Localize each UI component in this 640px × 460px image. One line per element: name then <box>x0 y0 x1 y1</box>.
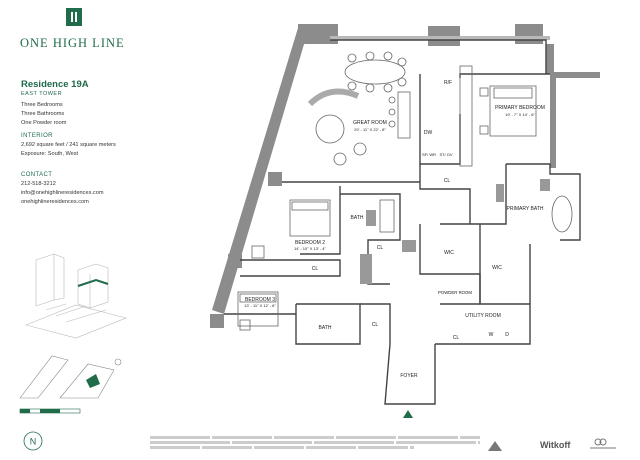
bedroom-3-dims: 13' - 11" X 12' - 6" <box>244 303 276 308</box>
info-panel: ONE HIGH LINE Residence 19A EAST TOWER T… <box>0 0 140 460</box>
primary-bedroom-label: PRIMARY BEDROOM <box>495 105 545 111</box>
key-plan-map <box>19 355 122 399</box>
primary-bath-label: PRIMARY BATH <box>507 206 544 212</box>
contact-heading: CONTACT <box>21 172 53 178</box>
scale-bar <box>19 408 81 414</box>
closet-kitchen-label: CL <box>444 178 451 184</box>
tower-label: EAST TOWER <box>21 91 63 97</box>
building-locator-illustration <box>25 253 127 339</box>
great-room-label: GREAT ROOM <box>353 120 387 126</box>
dishwasher-label: DW <box>424 130 433 136</box>
bedroom-3-label: BEDROOM 3 <box>245 297 275 303</box>
closet-utility-label: CL <box>453 335 460 341</box>
interior-heading: INTERIOR <box>21 133 53 139</box>
compass-label: N <box>30 437 37 447</box>
closet-bed2-label: CL <box>377 245 384 251</box>
developer-logo: Witkoff <box>540 440 571 450</box>
furniture <box>237 51 573 331</box>
sink-wr-label: SF/ WR <box>422 152 436 157</box>
washer-label: W <box>489 332 494 338</box>
refrigerator-label: R/F <box>444 80 452 86</box>
entry-arrow-icon <box>403 410 413 418</box>
exterior-walls <box>210 24 600 328</box>
bedroom-2-dims: 14' - 10" X 13' - 4" <box>294 246 327 251</box>
partner-logo-icon <box>588 436 618 455</box>
floor-plan: GREAT ROOM 29' - 11" X 22' - 8" PRIMARY … <box>210 24 600 418</box>
exposure: Exposure: South, West <box>21 151 79 157</box>
closet-bed3-label: CL <box>312 266 319 272</box>
utility-room-label: UTILITY ROOM <box>465 313 500 319</box>
primary-bedroom-dims: 19' - 7" X 14' - 6" <box>505 112 535 117</box>
interior-walls <box>224 39 581 405</box>
bath-2-label: BATH <box>351 215 364 221</box>
brand-name: ONE HIGH LINE <box>20 36 125 50</box>
contact-phone[interactable]: 212-518-3212 <box>21 181 56 187</box>
interior-area: 2,692 square feet / 241 square meters <box>21 142 116 148</box>
contact-email[interactable]: info@onehighlineresidences.com <box>21 190 104 196</box>
powder-room-label: POWDER ROOM <box>438 290 472 295</box>
dryer-label: D <box>505 332 509 338</box>
contact-website[interactable]: onehighlineresidences.com <box>21 199 89 205</box>
stove-oven-label: ST/ OV <box>439 152 452 157</box>
great-room-dims: 29' - 11" X 22' - 8" <box>354 127 386 132</box>
bedroom-2-label: BEDROOM 2 <box>295 240 325 246</box>
bathrooms-count: Three Bathrooms <box>21 111 65 117</box>
structural-columns <box>360 179 550 284</box>
north-compass-icon: N <box>23 431 43 451</box>
closet-bath3-label: CL <box>372 322 379 328</box>
bath-3-label: BATH <box>319 325 332 331</box>
wic-2-label: WIC <box>492 265 502 271</box>
related-logo-icon <box>488 438 502 451</box>
powder-room-count: One Powder room <box>21 120 67 126</box>
wic-1-label: WIC <box>444 250 454 256</box>
bedrooms-count: Three Bedrooms <box>21 102 63 108</box>
residence-title: Residence 19A <box>21 79 89 90</box>
logo-icon <box>66 8 82 26</box>
disclaimer-text <box>150 436 480 449</box>
foyer-label: FOYER <box>400 373 418 379</box>
